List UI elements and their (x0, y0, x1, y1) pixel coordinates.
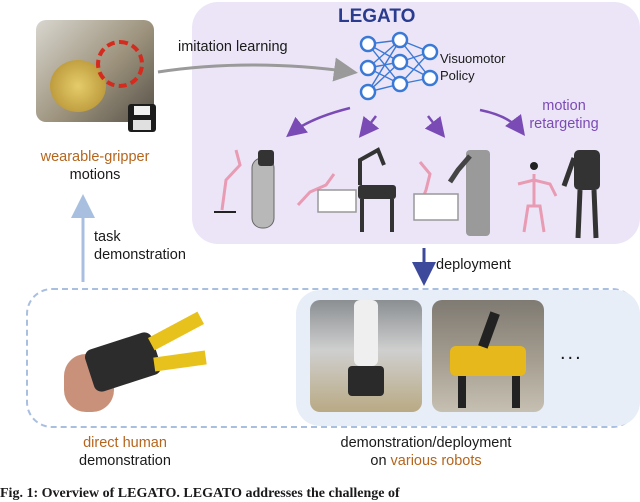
robot-3-mobile (413, 150, 490, 236)
arrow-to-robot-2 (358, 115, 380, 138)
quadruped-photo (432, 300, 544, 412)
robot-1-arm (214, 149, 275, 229)
imitation-learning-label: imitation learning (178, 39, 288, 55)
demo-deploy-line-1: demonstration/deployment (340, 435, 512, 451)
motion-retargeting-label: motion retargeting (514, 97, 614, 133)
various-robots-text: various robots (390, 453, 482, 469)
demo-deploy-on: on (370, 453, 391, 469)
figure-caption: Fig. 1: Overview of LEGATO. LEGATO addre… (0, 486, 400, 501)
robot-kinematic-diagram (214, 147, 600, 239)
robot-2-quadruped (296, 147, 396, 232)
demo-deploy-line-2: on various robots (316, 452, 536, 470)
rotation-arrow-icon (96, 40, 144, 88)
policy-label: Visuomotor Policy (440, 50, 506, 84)
imitation-arrow (157, 57, 358, 82)
arrow-to-robot-4 (479, 108, 526, 136)
neural-network-icon (359, 31, 439, 101)
policy-line-2: Policy (440, 68, 475, 83)
motion-retargeting-line-2: retargeting (529, 116, 599, 132)
ellipsis: ... (560, 342, 583, 364)
task-demo-line-1: task (94, 229, 121, 245)
arrow-to-robot-1 (286, 106, 351, 138)
wearable-gripper-line-1: wearable-gripper (40, 149, 150, 165)
motion-retargeting-line-1: motion (542, 98, 586, 114)
task-demo-label: task demonstration (94, 228, 186, 264)
direct-human-label: direct human demonstration (50, 434, 200, 470)
policy-line-1: Visuomotor (440, 51, 506, 66)
demo-deploy-label: demonstration/deployment on various robo… (316, 434, 536, 470)
robot-4-humanoid (517, 150, 600, 239)
floppy-disk-icon (128, 104, 156, 132)
robot-arm-photo (310, 300, 422, 412)
direct-human-line-2: demonstration (79, 453, 171, 469)
arrow-to-robot-3 (424, 115, 446, 138)
diagram-title: LEGATO (338, 6, 416, 27)
human-gripper-photo (58, 306, 208, 416)
wearable-gripper-line-2: motions (69, 167, 121, 183)
deployment-label: deployment (436, 257, 511, 273)
wearable-gripper-label: wearable-gripper motions (20, 148, 170, 184)
task-demo-line-2: demonstration (94, 247, 186, 263)
direct-human-line-1: direct human (83, 435, 167, 451)
